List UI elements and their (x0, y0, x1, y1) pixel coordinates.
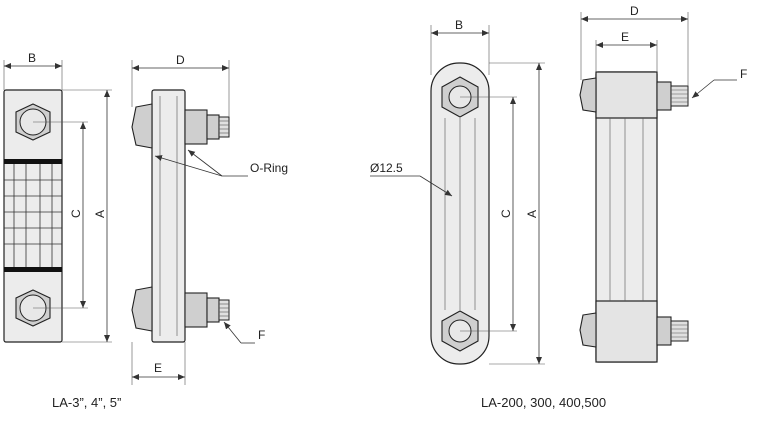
label-a-right: A (525, 210, 539, 218)
dimension-b-right (430, 25, 490, 75)
dimension-b-left (3, 60, 63, 90)
diameter-leader (370, 175, 453, 197)
left-side-view (131, 89, 230, 343)
label-oring: O-Ring (250, 161, 288, 175)
f-leader-right (691, 79, 737, 99)
dimension-d-right (580, 12, 689, 86)
dimension-e-right (595, 40, 658, 72)
label-diameter: Ø12.5 (370, 161, 403, 175)
label-f-right: F (740, 67, 747, 81)
left-front-view (3, 89, 112, 343)
label-d-left: D (176, 53, 185, 67)
label-f-left: F (258, 328, 265, 342)
label-e-right: E (621, 30, 629, 44)
caption-right: LA-200, 300, 400,500 (481, 395, 606, 410)
right-front-view (430, 62, 545, 365)
label-e-left: E (154, 361, 162, 375)
dimension-c-a-left (80, 90, 110, 342)
dimension-c-a-right (510, 63, 542, 364)
label-c-right: C (499, 209, 513, 218)
right-side-view (579, 71, 689, 363)
label-a-left: A (93, 210, 107, 218)
dimension-d-left (131, 60, 230, 117)
oring-leader (154, 149, 248, 177)
label-c-left: C (69, 209, 83, 218)
label-b-right: B (455, 18, 463, 32)
f-leader-left (223, 321, 255, 344)
label-b-left: B (28, 51, 36, 65)
dimension-e-left (131, 342, 186, 385)
caption-left: LA-3”, 4”, 5” (52, 395, 121, 410)
label-d-right: D (630, 4, 639, 18)
